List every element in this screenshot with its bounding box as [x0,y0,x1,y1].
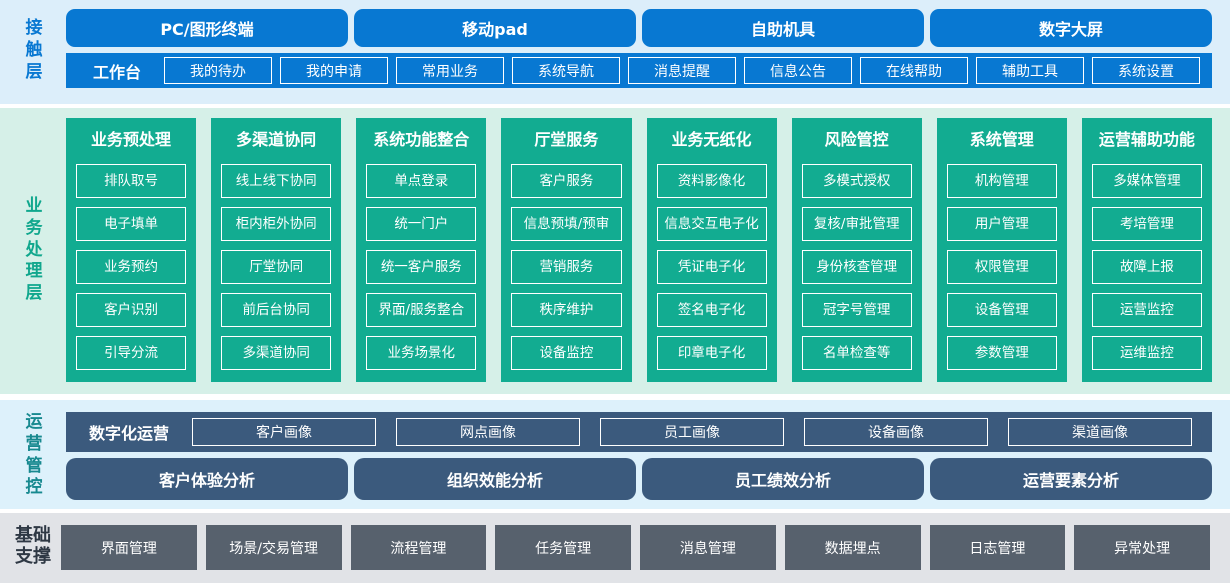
channel-block-big-screen: 数字大屏 [930,9,1212,47]
biz-column-title: 系统功能整合 [373,130,470,149]
biz-item: 用户管理 [946,207,1057,241]
biz-column-title: 风险管控 [824,130,889,149]
workbench-item-help: 在线帮助 [860,57,968,84]
biz-item: 单点登录 [366,164,477,198]
biz-item: 名单检查等 [801,336,912,370]
biz-item: 凭证电子化 [656,250,767,284]
profile-item-customer: 客户画像 [192,418,376,446]
workbench-item-common-biz: 常用业务 [396,57,504,84]
analysis-bar-ops-elements: 运营要素分析 [930,458,1212,500]
workbench-item-my-apply: 我的申请 [280,57,388,84]
biz-item: 业务预约 [76,250,187,284]
foundation-item-scene-txn-mgmt: 场景/交易管理 [205,525,342,570]
foundation-item-ui-mgmt: 界面管理 [61,525,197,570]
biz-column-title: 厅堂服务 [534,130,599,149]
biz-column-ops-aux: 运营辅助功能 多媒体管理 考培管理 故障上报 运营监控 运维监控 [1081,118,1212,382]
analysis-bar-customer-experience: 客户体验分析 [66,458,348,500]
biz-item: 秩序维护 [511,293,622,327]
foundation-item-process-mgmt: 流程管理 [350,525,487,570]
channel-block-self-service: 自助机具 [642,9,924,47]
foundation-row: 界面管理 场景/交易管理 流程管理 任务管理 消息管理 数据埋点 日志管理 异常… [61,525,1210,570]
biz-item: 电子填单 [76,207,187,241]
digital-operations-bar: 数字化运营 客户画像 网点画像 员工画像 设备画像 渠道画像 [66,412,1212,452]
business-columns: 业务预处理 排队取号 电子填单 业务预约 客户识别 引导分流 多渠道协同 线上线… [66,118,1212,382]
biz-column-paperless: 业务无纸化 资料影像化 信息交互电子化 凭证电子化 签名电子化 印章电子化 [646,118,777,382]
biz-column-risk-control: 风险管控 多模式授权 复核/审批管理 身份核查管理 冠字号管理 名单检查等 [791,118,922,382]
profile-item-employee: 员工画像 [600,418,784,446]
biz-item: 权限管理 [946,250,1057,284]
foundation-item-data-tracking: 数据埋点 [784,525,921,570]
foundation-item-log-mgmt: 日志管理 [929,525,1066,570]
channel-row: PC/图形终端 移动pad 自助机具 数字大屏 [66,9,1212,47]
biz-item: 设备监控 [511,336,622,370]
operations-layer-label: 运营管控 [25,412,43,498]
foundation-item-exception: 异常处理 [1074,525,1210,570]
biz-column-multichannel: 多渠道协同 线上线下协同 柜内柜外协同 厅堂协同 前后台协同 多渠道协同 [211,118,342,382]
biz-column-sys-integration: 系统功能整合 单点登录 统一门户 统一客户服务 界面/服务整合 业务场景化 [356,118,487,382]
contact-layer-label: 接触层 [25,18,43,82]
biz-item: 考培管理 [1091,207,1202,241]
biz-column-title: 系统管理 [969,130,1034,149]
channel-block-mobile-pad: 移动pad [354,9,636,47]
business-layer-label: 业务处理层 [25,196,43,303]
biz-item: 厅堂协同 [221,250,332,284]
biz-item: 机构管理 [946,164,1057,198]
biz-item: 设备管理 [946,293,1057,327]
analysis-bar-staff-performance: 员工绩效分析 [642,458,924,500]
biz-item: 营销服务 [511,250,622,284]
biz-item: 统一门户 [366,207,477,241]
biz-item: 界面/服务整合 [366,293,477,327]
foundation-item-message-mgmt: 消息管理 [640,525,776,570]
biz-item: 信息交互电子化 [656,207,767,241]
biz-item: 故障上报 [1091,250,1202,284]
workbench-item-notice: 信息公告 [744,57,852,84]
biz-item: 身份核查管理 [801,250,912,284]
biz-item: 印章电子化 [656,336,767,370]
biz-item: 线上线下协同 [221,164,332,198]
biz-item: 多模式授权 [801,164,912,198]
biz-column-sys-admin: 系统管理 机构管理 用户管理 权限管理 设备管理 参数管理 [936,118,1067,382]
biz-item: 资料影像化 [656,164,767,198]
biz-item: 统一客户服务 [366,250,477,284]
digital-operations-title: 数字化运营 [88,424,169,443]
biz-item: 运营监控 [1091,293,1202,327]
profile-item-branch: 网点画像 [396,418,580,446]
biz-column-title: 运营辅助功能 [1098,130,1195,149]
workbench-bar: 工作台 我的待办 我的申请 常用业务 系统导航 消息提醒 信息公告 在线帮助 辅… [66,53,1212,88]
workbench-item-sys-nav: 系统导航 [512,57,620,84]
workbench-item-message: 消息提醒 [628,57,736,84]
biz-item: 多渠道协同 [221,336,332,370]
biz-column-title: 多渠道协同 [236,130,317,149]
biz-item: 复核/审批管理 [801,207,912,241]
workbench-title: 工作台 [92,62,141,82]
profile-item-channel: 渠道画像 [1008,418,1192,446]
analysis-row: 客户体验分析 组织效能分析 员工绩效分析 运营要素分析 [66,458,1212,500]
workbench-item-todo: 我的待办 [164,57,272,84]
workbench-item-tools: 辅助工具 [976,57,1084,84]
biz-item: 客户识别 [76,293,187,327]
biz-item: 前后台协同 [221,293,332,327]
workbench-item-settings: 系统设置 [1092,57,1200,84]
foundation-item-task-mgmt: 任务管理 [495,525,631,570]
biz-item: 引导分流 [76,336,187,370]
biz-column-title: 业务无纸化 [671,130,752,149]
biz-item: 信息预填/预审 [511,207,622,241]
foundation-layer-label: 基础支撑 [15,525,51,567]
biz-item: 排队取号 [76,164,187,198]
biz-item: 参数管理 [946,336,1057,370]
biz-item: 签名电子化 [656,293,767,327]
biz-item: 客户服务 [511,164,622,198]
channel-block-pc: PC/图形终端 [66,9,348,47]
biz-item: 运维监控 [1091,336,1202,370]
biz-item: 多媒体管理 [1091,164,1202,198]
biz-column-preprocess: 业务预处理 排队取号 电子填单 业务预约 客户识别 引导分流 [66,118,197,382]
profile-item-device: 设备画像 [804,418,988,446]
biz-column-title: 业务预处理 [91,130,172,149]
biz-column-lobby-service: 厅堂服务 客户服务 信息预填/预审 营销服务 秩序维护 设备监控 [501,118,632,382]
biz-item: 冠字号管理 [801,293,912,327]
biz-item: 柜内柜外协同 [221,207,332,241]
analysis-bar-org-efficiency: 组织效能分析 [354,458,636,500]
biz-item: 业务场景化 [366,336,477,370]
